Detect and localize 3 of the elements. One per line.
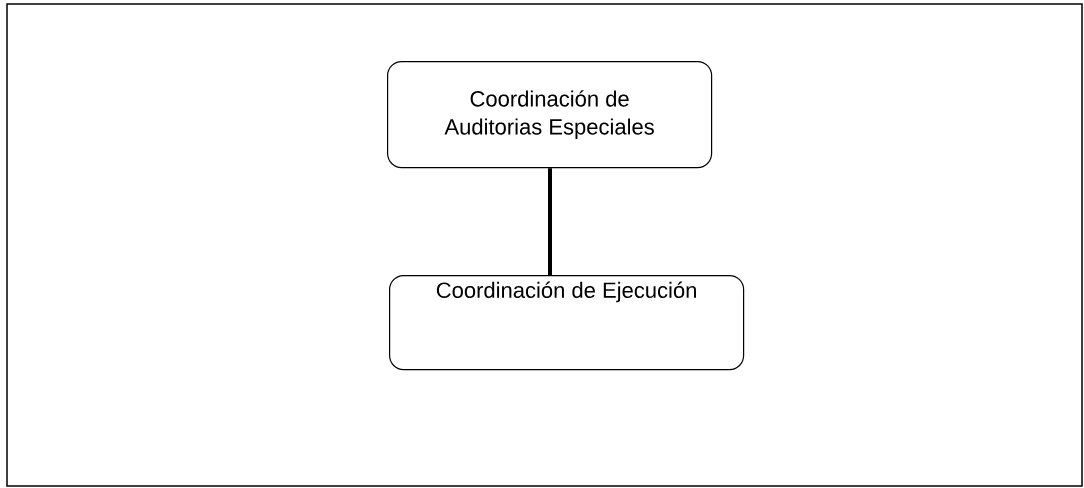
rounded-box: Coordinación de Ejecución xyxy=(389,275,745,371)
connector-line xyxy=(548,168,552,275)
rounded-box: Coordinación de Auditorias Especiales xyxy=(387,61,713,169)
